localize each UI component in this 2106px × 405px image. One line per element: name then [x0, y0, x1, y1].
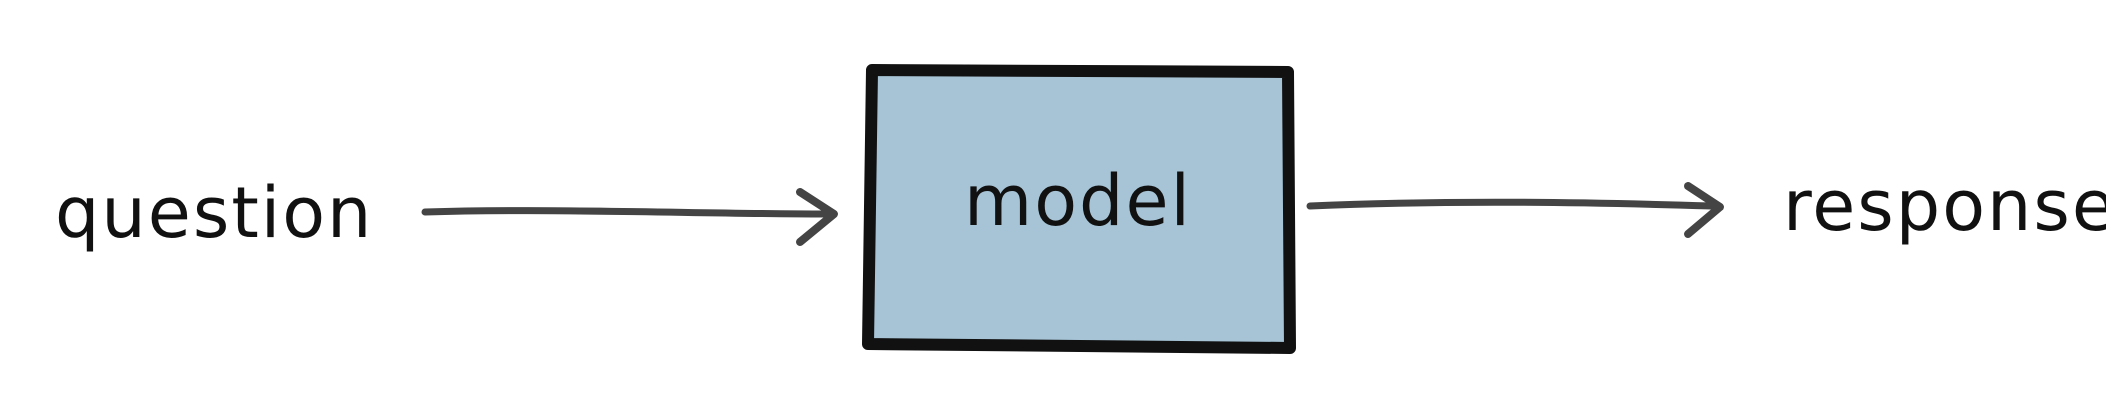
arrow-shaft — [1306, 198, 1716, 210]
model-box — [862, 64, 1296, 354]
output-label: response — [1783, 165, 2106, 247]
model-label: model — [964, 160, 1192, 242]
arrow-input-to-model — [421, 188, 838, 246]
arrow-head — [796, 188, 838, 246]
arrow-shaft — [421, 207, 830, 218]
input-label: question — [55, 172, 373, 254]
arrow-head — [1684, 182, 1724, 238]
arrow-model-to-output — [1306, 182, 1724, 238]
